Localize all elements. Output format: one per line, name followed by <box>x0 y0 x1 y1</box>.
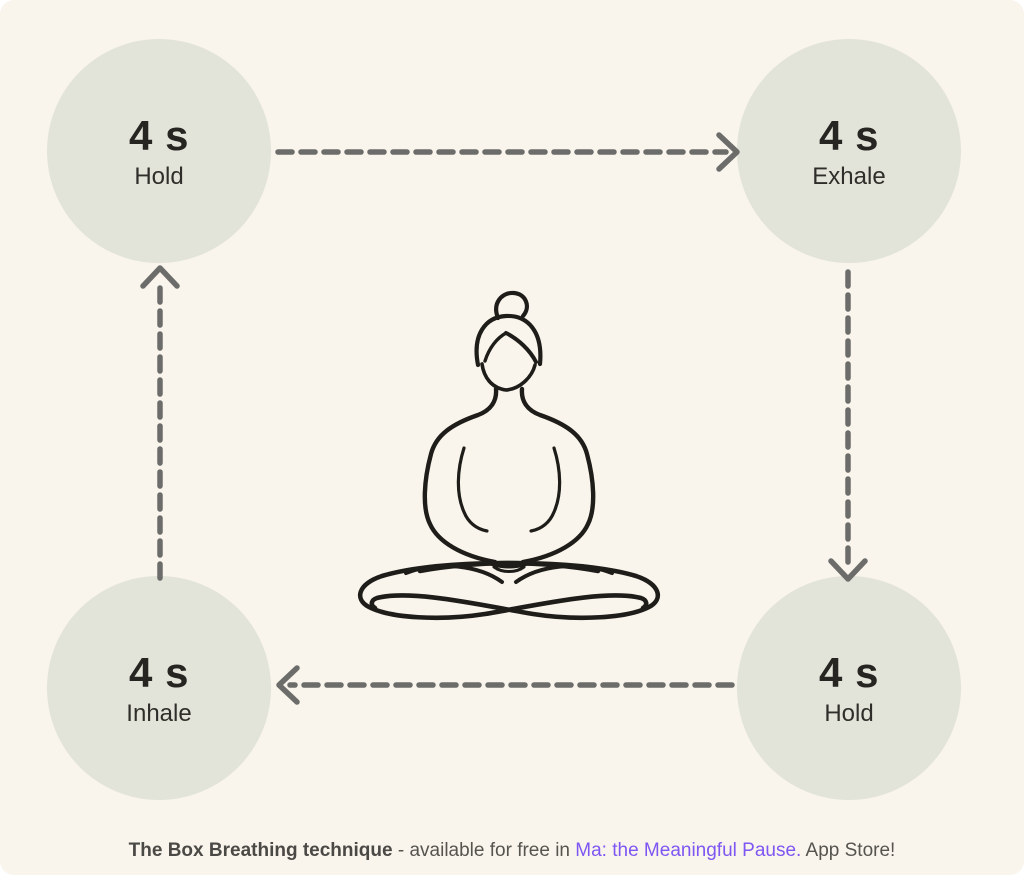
step-label: Hold <box>134 163 184 191</box>
caption-text-1: - available for free in <box>392 840 576 861</box>
arrow-hold-to-exhale-icon <box>275 132 740 172</box>
step-label: Exhale <box>812 163 886 191</box>
breath-step-exhale: 4 s Exhale <box>737 39 961 263</box>
arrow-inhale-to-hold-icon <box>140 265 180 581</box>
meditating-person-icon <box>357 290 661 621</box>
step-label: Hold <box>824 700 874 728</box>
caption-title: The Box Breathing technique <box>128 840 393 861</box>
step-duration: 4 s <box>819 112 879 160</box>
arrow-hold-to-inhale-icon <box>276 665 735 705</box>
step-duration: 4 s <box>129 112 189 160</box>
step-label: Inhale <box>126 700 192 728</box>
caption: The Box Breathing technique - available … <box>0 840 1024 862</box>
step-duration: 4 s <box>819 649 879 697</box>
arrow-exhale-to-hold-icon <box>828 269 868 582</box>
breath-step-hold-bottom: 4 s Hold <box>737 576 961 800</box>
step-duration: 4 s <box>129 649 189 697</box>
caption-text-2: App Store! <box>801 840 896 861</box>
breath-step-inhale: 4 s Inhale <box>47 576 271 800</box>
app-link[interactable]: Ma: the Meaningful Pause. <box>575 840 802 861</box>
breath-step-hold-top: 4 s Hold <box>47 39 271 263</box>
